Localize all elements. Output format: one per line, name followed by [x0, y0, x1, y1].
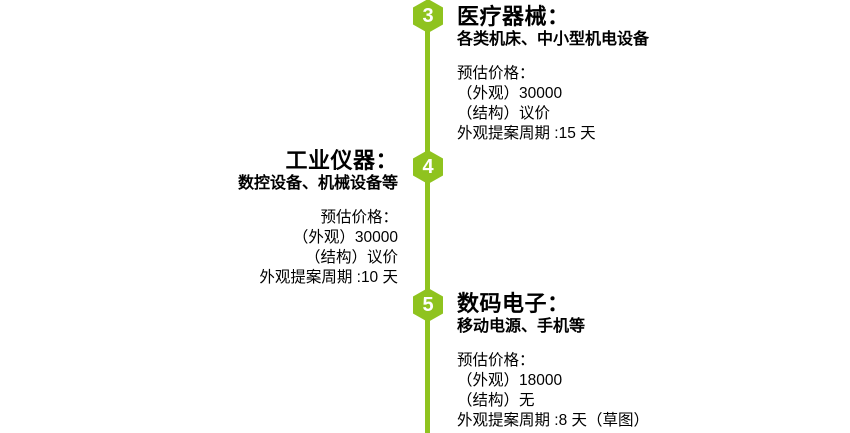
entry-title: 医疗器械： [457, 4, 570, 29]
entry-details: 预估价格： （外观）30000 （结构）议价 外观提案周期 :15 天 [457, 64, 649, 144]
marker-number: 3 [422, 5, 434, 27]
marker-number: 5 [422, 294, 434, 316]
entry-subtitle: 各类机床、中小型机电设备 [457, 31, 650, 48]
entry-title: 工业仪器： [285, 148, 398, 173]
timeline-vertical-line [425, 14, 430, 433]
entry-title: 数码电子： [457, 291, 570, 316]
entry-details: 预估价格： （外观）30000 （结构）议价 外观提案周期 :10 天 [238, 208, 398, 288]
entry-subtitle: 移动电源、手机等 [457, 318, 586, 335]
timeline-marker-4: 4 [413, 150, 443, 184]
detail-line-price-label: 预估价格： [457, 65, 535, 82]
timeline-marker-5: 5 [413, 288, 443, 322]
detail-line-appearance-price: （外观）30000 [292, 229, 398, 246]
detail-line-proposal-period: 外观提案周期 :10 天 [259, 269, 398, 286]
detail-line-structure-price: （结构）议价 [304, 249, 398, 266]
timeline-entry-medical-devices: 医疗器械： 各类机床、中小型机电设备 预估价格： （外观）30000 （结构）议… [457, 4, 649, 144]
detail-line-appearance-price: （外观）18000 [457, 372, 563, 389]
timeline-entry-digital-electronics: 数码电子： 移动电源、手机等 预估价格： （外观）18000 （结构）无 外观提… [457, 291, 649, 431]
marker-number: 4 [422, 156, 434, 178]
detail-line-proposal-period: 外观提案周期 :8 天（草图） [457, 412, 650, 429]
entry-subtitle: 数控设备、机械设备等 [237, 175, 398, 192]
detail-line-price-label: 预估价格： [457, 352, 535, 369]
detail-line-structure-price: （结构）无 [457, 392, 535, 409]
timeline-marker-3: 3 [413, 0, 443, 33]
detail-line-appearance-price: （外观）30000 [457, 85, 563, 102]
timeline-entry-industrial-instruments: 工业仪器： 数控设备、机械设备等 预估价格： （外观）30000 （结构）议价 … [238, 148, 398, 288]
entry-details: 预估价格： （外观）18000 （结构）无 外观提案周期 :8 天（草图） [457, 351, 649, 431]
detail-line-price-label: 预估价格： [320, 209, 398, 226]
detail-line-structure-price: （结构）议价 [457, 105, 551, 122]
detail-line-proposal-period: 外观提案周期 :15 天 [457, 125, 596, 142]
